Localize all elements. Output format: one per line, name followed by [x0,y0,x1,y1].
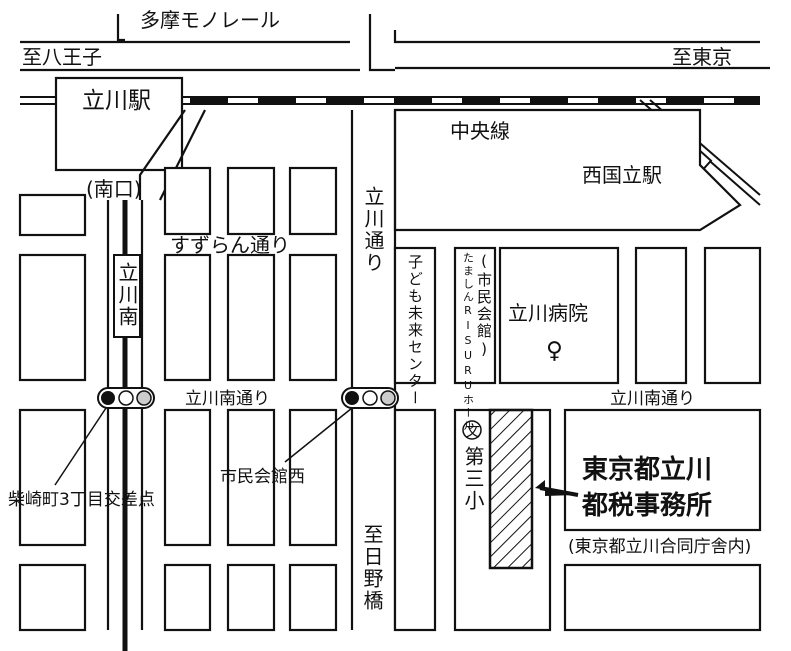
block-d3 [288,408,338,547]
tamashin-hall-block [453,246,497,385]
school-symbol: 文 [465,422,480,440]
hospital-block [498,246,620,385]
tax-office-note: (東京都立川合同庁舎内) [568,537,751,557]
block-a4 [18,563,87,632]
top-road [20,14,760,72]
to-hino-bridge-label: 至日野橋 [360,524,384,612]
block-chuo-line-south [393,108,742,232]
block-e3 [288,563,338,632]
suzuran-street-label: すずらん通り [170,233,290,257]
block-c3 [288,253,338,382]
tachikawa-station-building [54,76,184,172]
monorail-label: 多摩モノレール [140,8,280,32]
block-g1 [393,408,437,632]
block-a2 [18,253,87,382]
office-pointer-arrow [535,480,575,496]
tax-office-label-line1: 東京都立川 [582,454,712,485]
block-a1 [18,193,87,237]
block-g4 [563,563,762,632]
block-a3 [18,408,87,547]
block-d1 [163,408,212,547]
block-b2 [226,166,276,236]
block-b3 [288,166,338,236]
tachikawa-street-label: 立川通り [361,186,385,274]
south-exit-label: (南口) [86,177,142,201]
tachikawa-station-label: 立川駅 [82,88,151,114]
block-c2 [226,253,276,382]
block-b1 [163,166,212,236]
tamashin-hall-label: たましんRISURUホール [462,252,475,433]
tax-office-building [488,408,534,570]
tachikawa-minami-box [113,254,141,338]
hospital-label: 立川病院 [508,301,588,325]
block-c1 [163,253,212,382]
daisan-school-label: 第三小 [461,446,485,512]
block-d2 [226,408,276,547]
block-e1 [163,563,212,632]
shibasaki-intersection-label: 柴崎町3丁目交差点 [8,490,155,510]
tachikawa-minami-label: 立川南 [115,262,139,328]
to-hachioji-label: 至八王子 [22,45,102,69]
shimin-kaikan-label: (市民会館) [475,252,493,360]
chuo-line-label: 中央線 [450,119,510,143]
hospital-icon: ♀ [546,338,563,364]
office-pointer-line [539,486,579,497]
monorail-line [116,14,125,42]
tax-office-label-line2: 都税事務所 [581,491,712,521]
block-g3 [563,408,762,532]
signal-shibasaki [97,387,155,409]
leader-shibasaki [54,407,107,486]
block-e2 [226,563,276,632]
shimin-kaikan-nishi-label: 市民会館西 [220,467,305,487]
school-symbol-circle [462,420,482,440]
block-f2 [703,246,762,385]
minami-street-label-right: 立川南通り [610,389,695,409]
signal-shimin-kaikan-nishi [341,387,399,409]
kodomo-center-label: 子ども未来センター [406,254,424,407]
to-tokyo-label: 至東京 [672,45,732,69]
minami-street-label-left: 立川南通り [185,389,270,409]
nishikunitachi-label: 西国立駅 [582,163,662,187]
kodomo-center-block [393,246,437,385]
leader-shimin-kaikan-nishi [284,407,353,463]
block-f1 [634,246,688,385]
